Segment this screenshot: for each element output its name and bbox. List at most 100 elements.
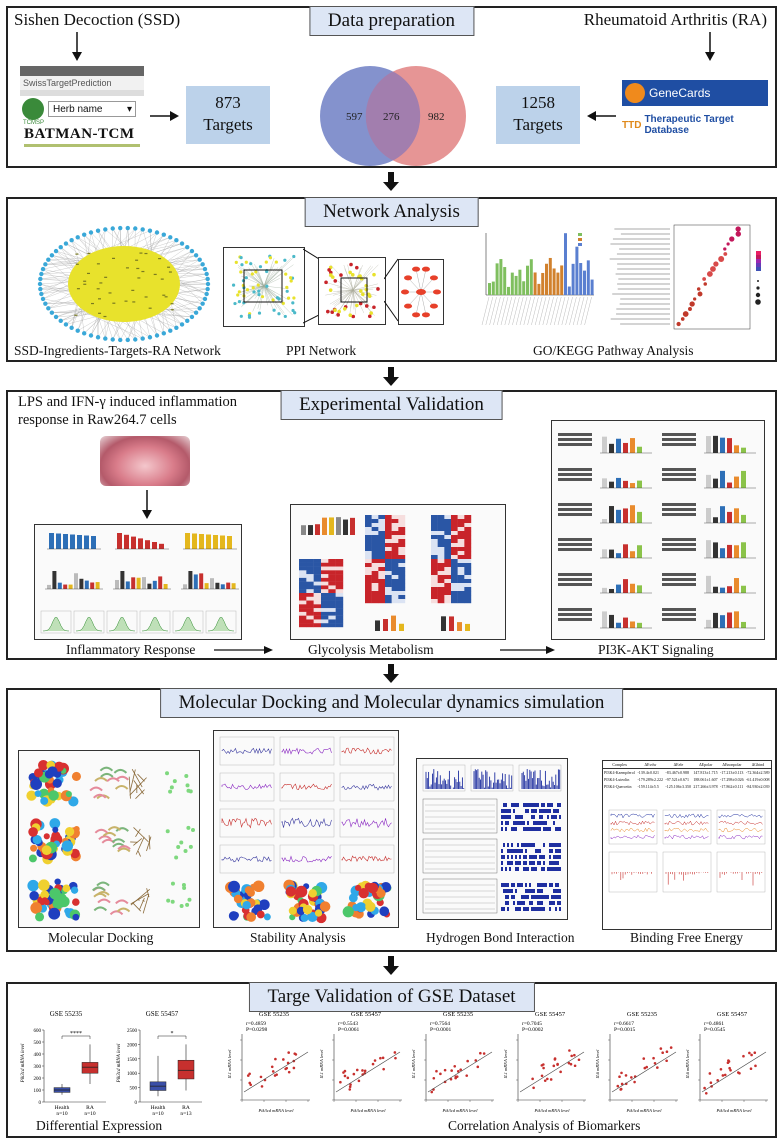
energy-trace — [664, 834, 709, 840]
lps-description-line2: response in Raw264.7 cells — [18, 412, 177, 428]
pi3k-bar — [727, 438, 732, 453]
protein-surface — [252, 880, 265, 893]
hbond-occupancy-mark — [559, 855, 561, 859]
protein-surface — [233, 894, 243, 904]
heatmap-cell — [464, 519, 472, 524]
hbond-occupancy-mark — [533, 861, 535, 865]
herb-name-select[interactable]: Herb name ▾ — [48, 101, 136, 117]
hbond-occupancy-mark — [541, 821, 543, 825]
scatter-point — [719, 1067, 723, 1071]
bfe-cell: -83.467±0.988 — [665, 770, 689, 775]
hbond-occupancy-mark — [523, 907, 525, 911]
western-blot-band — [558, 513, 592, 516]
heatmap-cell — [391, 559, 399, 564]
binding-energy-caption: Binding Free Energy — [630, 930, 743, 945]
heatmap-cell — [313, 623, 322, 628]
heatmap-cell — [299, 604, 307, 609]
pi3k-bar — [734, 445, 739, 453]
protein-surface — [244, 886, 253, 894]
swiss-title: SwissTargetPrediction — [20, 76, 144, 90]
heatmap-cell — [335, 608, 344, 613]
interaction-residue — [168, 789, 173, 794]
pi3k-bar — [741, 470, 746, 488]
hbond-occupancy-mark — [541, 867, 543, 871]
hbond-occupancy-mark — [505, 895, 507, 899]
western-blot-band — [662, 443, 696, 446]
heatmap-cell — [391, 587, 399, 592]
western-blot-band — [558, 543, 592, 546]
cytokine-bar — [136, 577, 141, 589]
ppi-edge — [263, 285, 289, 300]
heatmap-cell — [398, 567, 406, 572]
protein-surface — [367, 882, 379, 894]
ppi-edge — [238, 267, 265, 287]
hbond-occupancy-mark — [521, 843, 523, 847]
node-label-mark — [76, 288, 80, 290]
network-edge — [156, 312, 164, 334]
ligand-bond — [142, 894, 150, 914]
hbond-occupancy-mark — [555, 889, 557, 893]
bfe-cell: -61.419±0.008 — [746, 777, 770, 782]
glycolysis-figure — [290, 504, 506, 640]
ppi-edge — [352, 289, 369, 306]
ingredient-node — [154, 230, 160, 235]
heatmap-cell — [391, 579, 399, 584]
scatter-title: GSE 55235 — [627, 1011, 657, 1018]
go-bar — [514, 275, 518, 295]
heatmap-cell — [306, 581, 314, 586]
regression-line — [701, 1051, 767, 1093]
significance-bracket — [61, 1035, 91, 1039]
go-bar — [499, 259, 503, 295]
go-legend-swatch — [578, 243, 582, 246]
pi3k-bar — [727, 612, 732, 628]
protein-ribbon — [113, 768, 128, 774]
viability-bar — [192, 533, 197, 549]
ligand-bond — [139, 897, 145, 910]
scatter-title: GSE 55457 — [717, 1011, 748, 1018]
protein-surface — [52, 826, 59, 833]
heatmap-cell — [444, 535, 452, 540]
protein-ribbon — [116, 907, 131, 913]
hbond-occupancy-mark — [555, 867, 557, 871]
scatter-point — [754, 1064, 757, 1068]
go-bar — [522, 281, 526, 295]
md-trace — [341, 783, 392, 791]
hbond-occupancy-mark — [525, 867, 527, 871]
heatmap-cell — [335, 611, 344, 616]
heatmap-cell — [444, 599, 452, 604]
node-label-mark — [160, 278, 164, 280]
y-tick-label: 2000 — [127, 1043, 138, 1048]
heatmap-cell — [328, 574, 336, 579]
heatmap-cell — [299, 596, 307, 601]
heatmap-cell — [457, 587, 465, 592]
ingredient-node — [140, 336, 145, 341]
flow-histogram — [174, 617, 202, 632]
herb-name-text: Herb name — [53, 104, 103, 115]
heatmap-cell — [444, 547, 452, 552]
energy-trace — [664, 813, 709, 819]
core-node — [404, 275, 413, 281]
ppi-edge — [249, 261, 265, 287]
heatmap-cell — [371, 563, 379, 568]
core-edge — [420, 291, 427, 315]
hbond-occupancy-mark — [527, 889, 529, 893]
heatmap-cell — [306, 574, 314, 579]
ingredient-node — [43, 262, 48, 267]
heatmap-cell — [313, 562, 322, 567]
hbond-occupancy-mark — [551, 843, 553, 847]
hbond-occupancy-mark — [511, 843, 513, 847]
go-tick-label-mark — [565, 296, 573, 326]
ppi-node — [289, 279, 293, 283]
energy-trace-panel — [716, 809, 766, 845]
heatmap-cell — [457, 543, 465, 548]
zoom-line — [384, 258, 398, 322]
heatmap-cell — [328, 615, 336, 620]
scatter-point — [346, 1076, 350, 1080]
ppi-node — [327, 268, 331, 272]
pi3k-bar — [713, 586, 718, 593]
protein-ribbon — [93, 793, 107, 799]
hbond-occupancy-mark — [551, 901, 553, 905]
md-trace-panel — [279, 772, 335, 802]
ppi-node — [285, 289, 289, 293]
